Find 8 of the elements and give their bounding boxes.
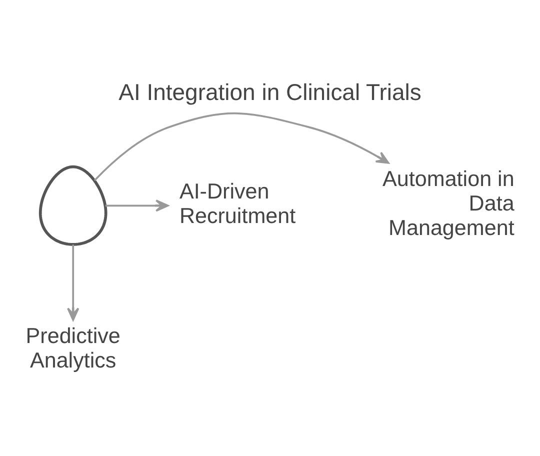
node-text: Predictive Analytics: [26, 322, 120, 372]
arrow: [105, 200, 169, 212]
diagram-title: AI Integration in Clinical Trials: [118, 78, 422, 105]
node-text: Automation in Data Management: [382, 166, 514, 240]
node-text: AI-Driven Recruitment: [179, 178, 296, 228]
arrow: [67, 244, 80, 321]
node-person: [38, 165, 108, 246]
arrow: [94, 112, 390, 182]
